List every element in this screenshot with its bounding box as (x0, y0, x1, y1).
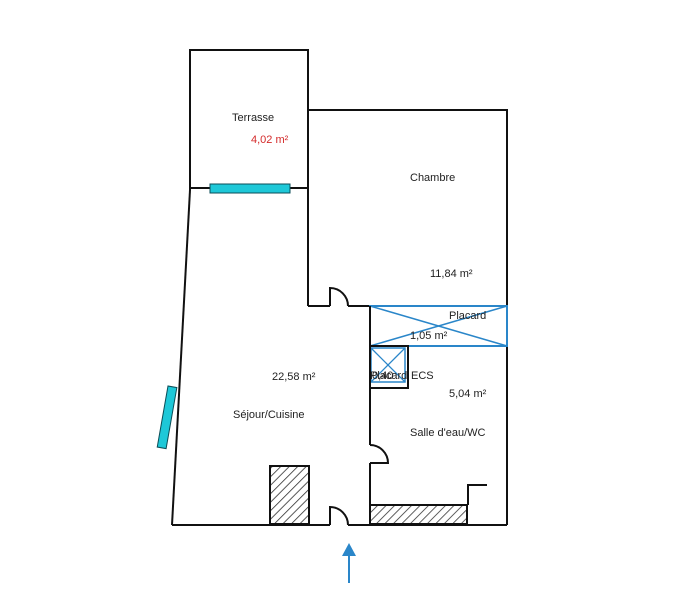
sejour-area: 22,58 m² (272, 371, 316, 383)
sde-door (369, 444, 390, 464)
shower-screen (467, 484, 487, 505)
ecs-cross-2 (370, 347, 406, 383)
chambre-walls (308, 109, 508, 525)
entrance-door (329, 505, 349, 526)
sejour-name: Séjour/Cuisine (233, 409, 305, 421)
placard-cross-2 (369, 305, 508, 347)
terrasse-area: 4,02 m² (251, 134, 289, 146)
chambre-name: Chambre (410, 172, 455, 184)
chambre-area: 11,84 m² (430, 268, 473, 280)
sejour-left-wall (171, 189, 191, 526)
entrance-arrow-icon (342, 543, 356, 583)
room-placard-ecs: Placard 0,40 ECS (369, 345, 434, 389)
placard-name: Placard (449, 310, 486, 322)
terrasse-name: Terrasse (232, 112, 274, 124)
sde-name: Salle d'eau/WC (410, 427, 486, 439)
terrasse-window (209, 183, 291, 194)
placard-area: 1,05 m² (410, 330, 448, 342)
chambre-door (329, 286, 349, 307)
room-sejour: 22,58 m² Séjour/Cuisine (156, 189, 370, 526)
ecs-area: 0,40 (372, 370, 393, 382)
ecs-label-placard: Placard (370, 370, 407, 382)
room-placard: Placard 1,05 m² (369, 305, 508, 347)
room-chambre: Chambre 11,84 m² (307, 109, 508, 525)
terrasse-walls (189, 49, 309, 190)
room-salle-deau: 5,04 m² Salle d'eau/WC (369, 306, 507, 526)
kitchen-block (269, 465, 310, 525)
sde-area: 5,04 m² (449, 388, 487, 400)
room-terrasse: Terrasse 4,02 m² (189, 49, 309, 194)
shower-tray (369, 504, 468, 525)
sejour-window (156, 385, 178, 450)
ecs-label-ecs: ECS (411, 370, 434, 382)
